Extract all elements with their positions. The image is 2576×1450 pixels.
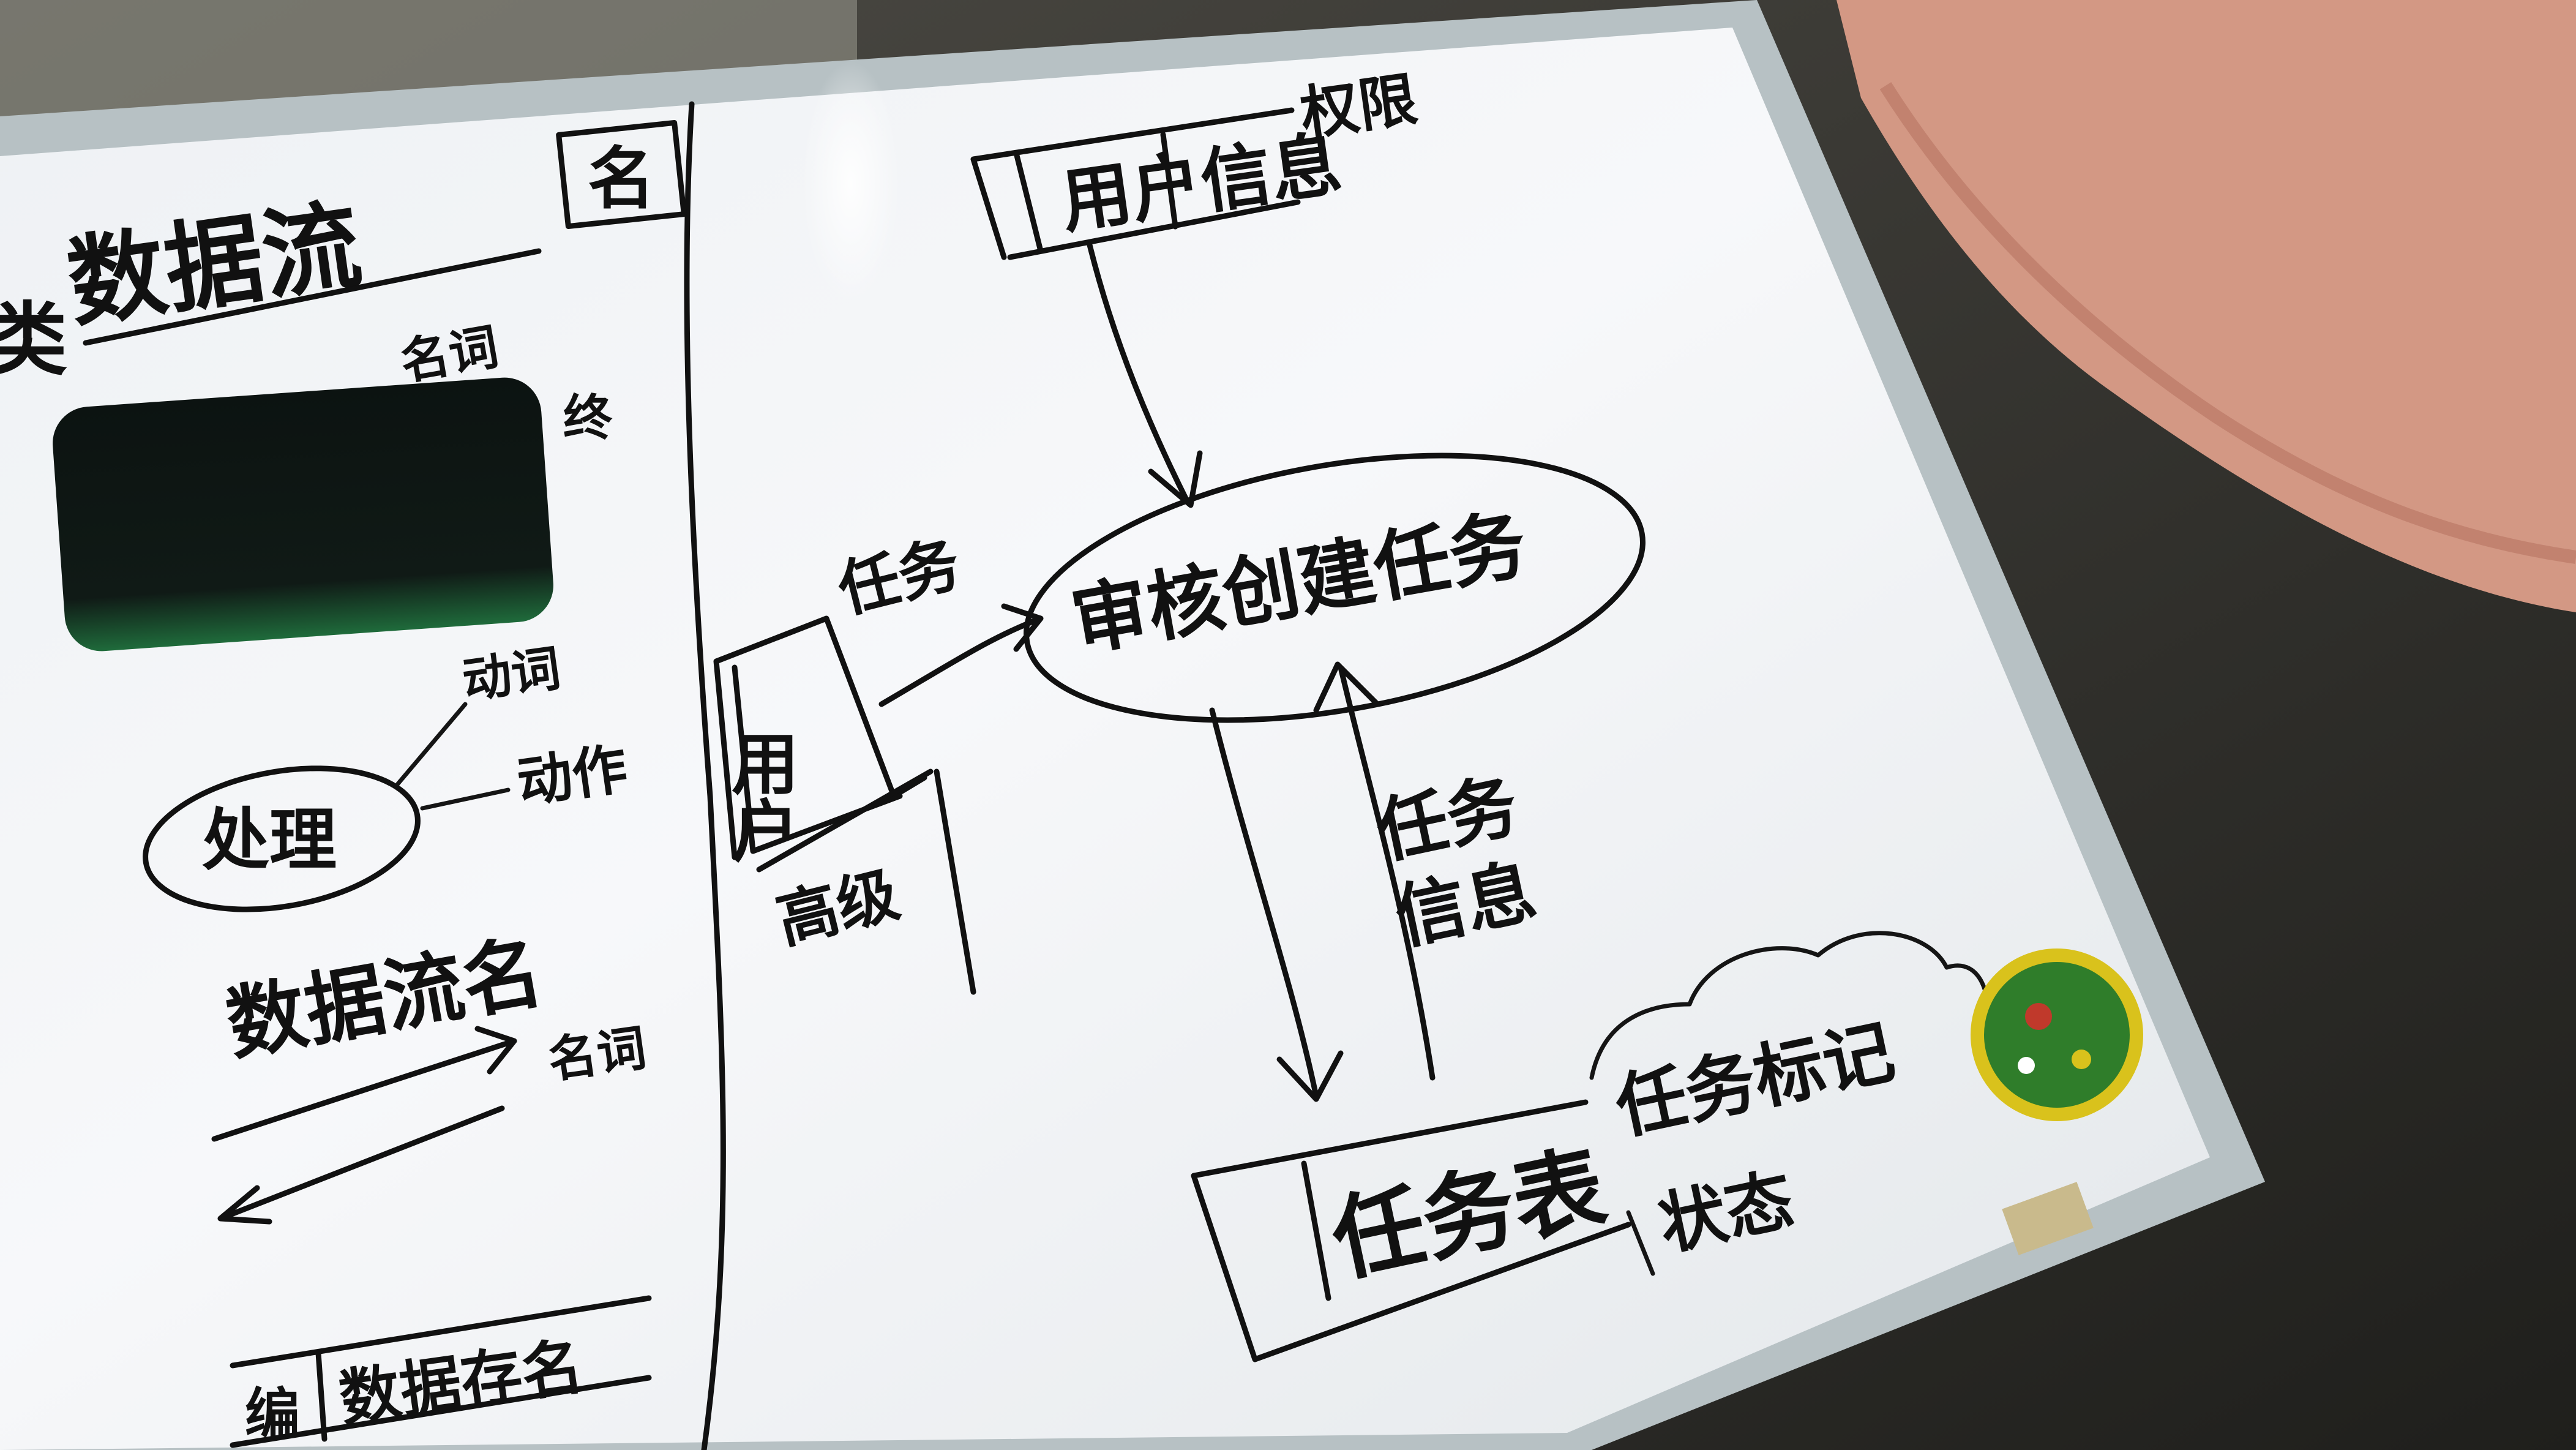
user-entity-label: 用户 bbox=[720, 729, 799, 863]
legend-terminator-caption2: 终 bbox=[563, 389, 613, 446]
divider-line bbox=[684, 101, 726, 1450]
arrow-user-to-process bbox=[878, 603, 1044, 707]
process-oval bbox=[1024, 453, 1646, 723]
legend-process-oval-text: 处理 bbox=[202, 801, 337, 879]
legend-process-note-1: 动词 bbox=[459, 639, 564, 709]
heading-underline bbox=[83, 248, 542, 346]
board-clip bbox=[2002, 1182, 2094, 1255]
whiteboard-surface bbox=[0, 28, 2210, 1450]
light-glare bbox=[802, 61, 900, 306]
hand bbox=[1837, 0, 2576, 612]
top-store-note: 权限 bbox=[1296, 66, 1421, 149]
eraser bbox=[53, 377, 553, 652]
user-entity-underline bbox=[756, 768, 976, 995]
top-store-shape bbox=[970, 107, 1301, 260]
arrow-taskstore-to-process bbox=[1313, 661, 1436, 1081]
legend-process-connector-1 bbox=[395, 702, 468, 786]
legend-store-prefix: 编 bbox=[245, 1382, 300, 1446]
task-store-shape bbox=[1191, 1099, 1631, 1362]
cloud-shape bbox=[1589, 931, 1990, 1276]
hand-shadow bbox=[1879, 82, 2576, 564]
arrow-store-to-process bbox=[1087, 242, 1203, 508]
legend-flow-arrow-right bbox=[211, 1026, 517, 1142]
legend-terminator-box bbox=[556, 119, 687, 230]
legend-process-oval bbox=[143, 765, 421, 912]
legend-flow-note: 名词 bbox=[545, 1019, 650, 1089]
legend-process-connector-2 bbox=[420, 787, 511, 811]
arrow-process-to-taskstore bbox=[1209, 707, 1344, 1102]
legend-process-note-2: 动作 bbox=[513, 737, 631, 816]
legend-store-shape bbox=[230, 1295, 652, 1448]
sticker bbox=[1971, 949, 2143, 1121]
legend-flow-arrow-left bbox=[217, 1105, 505, 1225]
legend-heading-partial: 类 bbox=[0, 293, 67, 386]
legend-terminator-box-text: 名 bbox=[588, 140, 655, 218]
